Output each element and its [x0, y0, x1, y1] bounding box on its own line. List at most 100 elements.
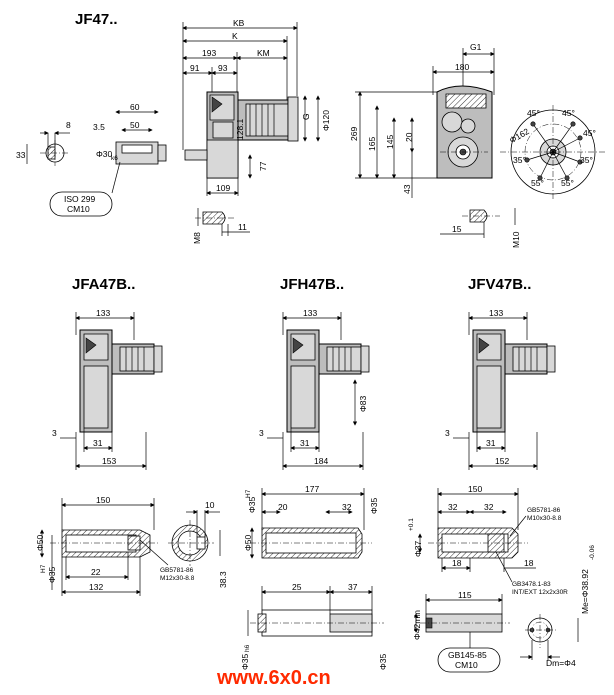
dim-3-5: 3.5 — [93, 122, 105, 132]
jf47-side-view: KB K 193 KM 91 93 G Φ — [182, 18, 331, 244]
dim-jfh-177: 177 — [305, 484, 319, 494]
dim-jfa-132: 132 — [89, 582, 103, 592]
dim-jfh-phi50: Φ50 — [243, 534, 253, 551]
jfv-gb-5: GB145-85 — [448, 650, 487, 660]
dim-jfv-dm: Dm=Φ4 — [546, 658, 576, 668]
jfa-shaft-detail: 150 Φ50 Φ35 H7 22 132 GB5781-86 M12x30-8… — [35, 495, 228, 596]
title-jf47: JF47.. — [75, 11, 118, 28]
dim-jfh-phi35a: Φ35 — [247, 496, 257, 513]
shaft-key-detail: 8 33 60 3.5 50 Φ30 k6 ISO 299 CM10 — [16, 102, 167, 217]
dim-77: 77 — [258, 161, 268, 171]
dim-h184: 184 — [314, 456, 328, 466]
jfh-shaft-detail: 177 20 32 Φ50 Φ35 H7 Φ35 25 37 Φ35 h6 Φ3… — [240, 484, 388, 670]
iso-callout-bubble — [49, 191, 113, 217]
jfa47b-view: 133 3 31 153 — [52, 308, 163, 470]
watermark-text: www.6x0.cn — [216, 667, 331, 689]
dim-jfv-phi42: Φ42min — [412, 610, 422, 640]
dim-43: 43 — [402, 184, 412, 194]
angle-55-a: 55° — [531, 178, 544, 188]
dim-jfv-18a: 18 — [452, 558, 462, 568]
dim-jfh-20: 20 — [278, 502, 288, 512]
iso-text-2: CM10 — [67, 204, 90, 214]
dim-m10: M10 — [511, 231, 521, 248]
dim-g1: G1 — [470, 42, 482, 52]
dim-jfa-phi35: Φ35 — [47, 566, 57, 583]
title-jfh47b: JFH47B.. — [280, 276, 344, 293]
dim-h133: 133 — [303, 308, 317, 318]
dim-193: 193 — [202, 48, 216, 58]
angle-45-b: 45° — [562, 108, 575, 118]
jfa-gb-1: GB5781-86 — [160, 567, 194, 574]
angle-45-c: 45° — [583, 128, 596, 138]
dim-jfv-me-tol: -0.06 — [589, 545, 596, 560]
dim-11: 11 — [238, 222, 247, 232]
jfv-gb-6: CM10 — [455, 660, 478, 670]
angle-45-a: 45° — [527, 108, 540, 118]
dim-jfh-tol-c: h6 — [244, 644, 251, 652]
dim-h83: Φ83 — [358, 395, 368, 412]
dim-v31: 31 — [486, 438, 496, 448]
dim-8: 8 — [66, 120, 71, 130]
dim-jfv-phi37: Φ37 — [413, 540, 423, 557]
dim-180: 180 — [455, 62, 469, 72]
jfv-gb-1: GB5781-86 — [527, 507, 561, 514]
dim-g: G — [301, 113, 311, 120]
dim-60: 60 — [130, 102, 140, 112]
flange-view: 45° 45° 45° 35° 35° 55° 55° Φ162 — [500, 105, 606, 199]
dim-v3: 3 — [445, 428, 450, 438]
dim-a31: 31 — [93, 438, 103, 448]
dim-jfh-37: 37 — [348, 582, 358, 592]
dim-jfh-phi35c: Φ35 — [240, 653, 250, 670]
jfv-gb-2: M10x30-8.8 — [527, 515, 562, 522]
dim-k: K — [232, 31, 238, 41]
dim-145: 145 — [385, 135, 395, 149]
angle-55-b: 55° — [561, 178, 574, 188]
jfa-gb-2: M12x30-8.8 — [160, 575, 195, 582]
dim-jfv-me: Me=Φ38.92 — [580, 569, 590, 614]
dim-v152: 152 — [495, 456, 509, 466]
dim-50: 50 — [130, 120, 140, 130]
dim-165: 165 — [367, 137, 377, 151]
dim-km: KM — [257, 48, 270, 58]
dim-a133: 133 — [96, 308, 110, 318]
iso-text-1: ISO 299 — [64, 194, 95, 204]
title-jfa47b: JFA47B.. — [72, 276, 135, 293]
dim-h31: 31 — [300, 438, 310, 448]
jfv-gb-3: GB3478.1-83 — [512, 581, 551, 588]
dim-jfv-tol: +0.1 — [408, 518, 415, 531]
dim-phi120: Φ120 — [321, 110, 331, 131]
dim-jfa-22: 22 — [91, 567, 101, 577]
dim-93: 93 — [218, 63, 228, 73]
dim-m8: M8 — [192, 232, 202, 244]
dim-269: 269 — [349, 127, 359, 141]
dim-128: 128.1 — [235, 118, 245, 140]
angle-35-a: 35° — [513, 155, 526, 165]
jf47-front-view: 180 G1 269 165 145 20 43 15 M10 — [349, 42, 521, 248]
dim-jfa-38-3: 38.3 — [218, 571, 228, 588]
dim-109: 109 — [216, 183, 230, 193]
dim-jfv-32a: 32 — [448, 502, 458, 512]
dim-phi30-tol: k6 — [111, 155, 118, 162]
dim-jfv-18b: 18 — [524, 558, 534, 568]
dim-a153: 153 — [102, 456, 116, 466]
angle-35-b: 35° — [580, 155, 593, 165]
dim-jfa-10: 10 — [205, 500, 215, 510]
dim-jfh-25: 25 — [292, 582, 302, 592]
dim-15: 15 — [452, 224, 462, 234]
dim-91: 91 — [190, 63, 200, 73]
dim-jfh-phi35b: Φ35 — [369, 497, 379, 514]
dim-phi30: Φ30 — [96, 149, 113, 159]
jfv-gb-4: INT/EXT 12x2x30R — [512, 589, 568, 596]
dim-jfh-phi35d: Φ35 — [378, 653, 388, 670]
dim-jfa-150: 150 — [96, 495, 110, 505]
dim-jfa-tol: H7 — [40, 564, 47, 573]
dim-h3: 3 — [259, 428, 264, 438]
dim-jfa-phi50: Φ50 — [35, 534, 45, 551]
dim-jfv-32b: 32 — [484, 502, 494, 512]
dim-jfv-115: 115 — [458, 590, 472, 600]
jfh47b-view: 133 Φ83 3 31 184 — [259, 308, 370, 470]
dim-jfv-150: 150 — [468, 484, 482, 494]
jfv47b-view: 133 3 31 152 — [445, 308, 556, 470]
dim-33: 33 — [16, 150, 26, 160]
